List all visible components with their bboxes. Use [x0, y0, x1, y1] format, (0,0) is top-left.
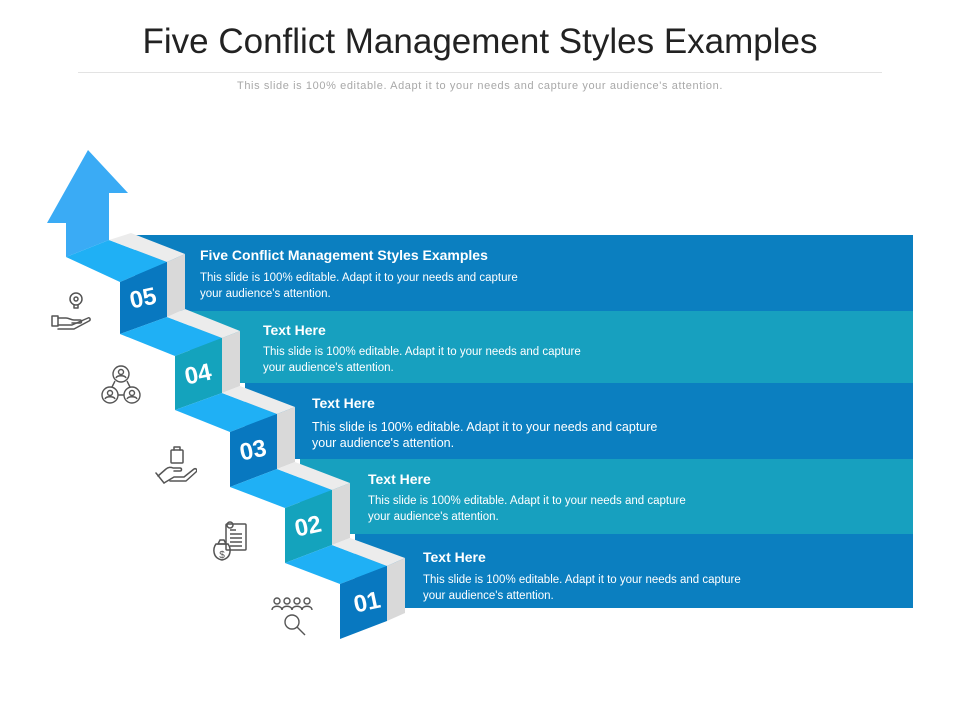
step-top-04: [120, 317, 222, 356]
step-number-03: 03: [237, 435, 269, 467]
step-desc-01: This slide is 100% editable. Adapt it to…: [423, 574, 741, 602]
step-number-02: 02: [292, 511, 324, 543]
hand-bag-icon: [155, 443, 197, 487]
hand-lightbulb-icon: [50, 288, 94, 330]
step-top-05: [66, 240, 167, 282]
step-top-03: [175, 393, 277, 432]
money-document-icon: $: [210, 520, 250, 564]
step-band-05: Five Conflict Management Styles Examples…: [135, 235, 913, 311]
step-face-01: [340, 566, 387, 639]
step-band-02: Text Here This slide is 100% editable. A…: [300, 459, 913, 534]
step-desc-02: This slide is 100% editable. Adapt it to…: [368, 495, 686, 523]
step-side-04: [222, 331, 240, 393]
step-heading-02: Text Here: [368, 471, 431, 487]
step-band-01: Text Here This slide is 100% editable. A…: [355, 534, 913, 608]
step-side-05: [167, 254, 185, 317]
step-top-02: [230, 469, 332, 508]
step-band-03: Text Here This slide is 100% editable. A…: [245, 383, 913, 459]
step-desc-04: This slide is 100% editable. Adapt it to…: [263, 346, 581, 374]
slide-subtitle: This slide is 100% editable. Adapt it to…: [237, 80, 723, 92]
svg-text:$: $: [219, 550, 225, 561]
title-divider: [78, 72, 882, 73]
step-side-01: [387, 558, 405, 621]
arrow-head: [47, 150, 128, 257]
step-face-02: [285, 490, 332, 563]
step-top-01: [285, 545, 387, 584]
step-band-04: Text Here This slide is 100% editable. A…: [190, 311, 913, 383]
step-number-01: 01: [351, 587, 383, 619]
step-heading-04: Text Here: [263, 322, 326, 338]
step-side-03: [277, 407, 295, 469]
step-face-05: [120, 262, 167, 334]
step-face-03: [230, 414, 277, 487]
step-desc-05: This slide is 100% editable. Adapt it to…: [200, 272, 518, 300]
step-face-04: [175, 338, 222, 410]
step-number-04: 04: [182, 358, 214, 390]
step-heading-01: Text Here: [423, 549, 486, 565]
step-number-05: 05: [127, 283, 159, 315]
step-desc-03: This slide is 100% editable. Adapt it to…: [312, 420, 658, 450]
team-network-icon: [100, 364, 142, 406]
step-heading-05: Five Conflict Management Styles Examples: [200, 247, 488, 263]
slide-title: Five Conflict Management Styles Examples: [142, 22, 818, 61]
step-heading-03: Text Here: [312, 395, 375, 411]
people-search-icon: [270, 596, 314, 640]
step-side-02: [332, 483, 350, 545]
